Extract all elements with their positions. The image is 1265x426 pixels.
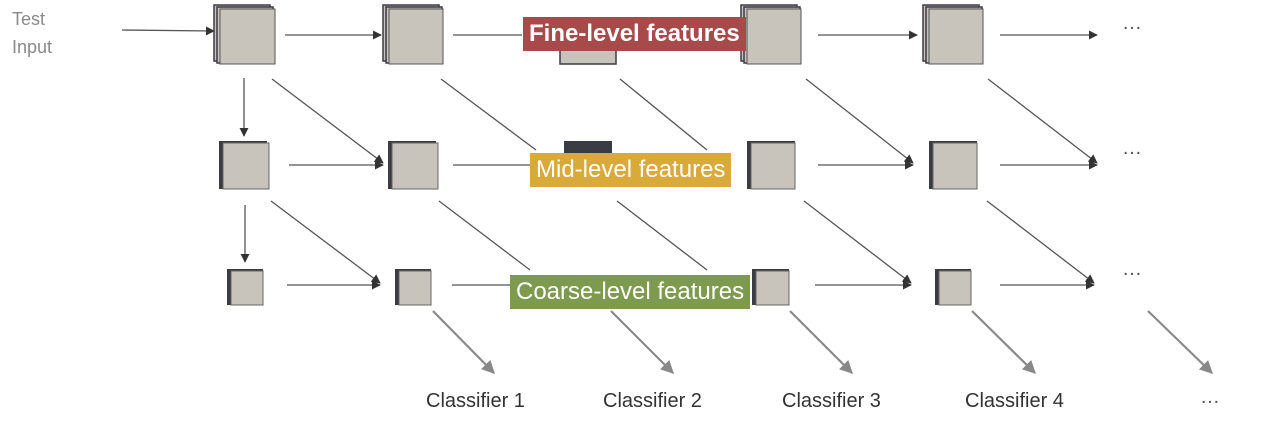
mid-row-ellipsis: …: [1122, 137, 1142, 159]
fine-level-label: Fine-level features: [523, 17, 746, 51]
fine-block-2: [382, 4, 444, 65]
mid-to-coarse-arrows: [270, 200, 1095, 284]
test-input-line2: Input: [12, 37, 53, 57]
classifier-arrows: [432, 310, 1213, 374]
classifier-3-label: Classifier 3: [782, 390, 881, 412]
fine-block-5: [922, 4, 984, 65]
mid-level-label: Mid-level features: [530, 153, 732, 187]
mid-block-3: [564, 141, 612, 155]
fine-row-ellipsis: …: [1122, 12, 1142, 34]
mid-block-1: [219, 141, 270, 190]
mid-block-5: [929, 141, 978, 190]
vertical-arrows: [239, 78, 250, 263]
fine-to-mid-arrows: [271, 78, 1098, 164]
coarse-row-ellipsis: …: [1122, 258, 1142, 280]
mid-block-2: [388, 141, 439, 190]
classifier-1-label: Classifier 1: [426, 390, 525, 412]
coarse-block-1: [227, 269, 264, 306]
test-input-label: Test Input: [12, 5, 52, 61]
mid-block-4: [747, 141, 796, 190]
input-arrow: [121, 26, 215, 36]
classifier-4-label: Classifier 4: [965, 390, 1064, 412]
coarse-block-2: [395, 269, 432, 306]
coarse-block-4: [752, 269, 790, 306]
coarse-level-label: Coarse-level features: [510, 275, 751, 309]
fine-block-4: [740, 4, 802, 65]
test-input-line1: Test: [12, 9, 46, 29]
classifier-2-label: Classifier 2: [603, 390, 702, 412]
fine-block-1: [213, 4, 276, 65]
classifier-ellipsis: …: [1200, 386, 1220, 408]
coarse-block-5: [935, 269, 972, 306]
